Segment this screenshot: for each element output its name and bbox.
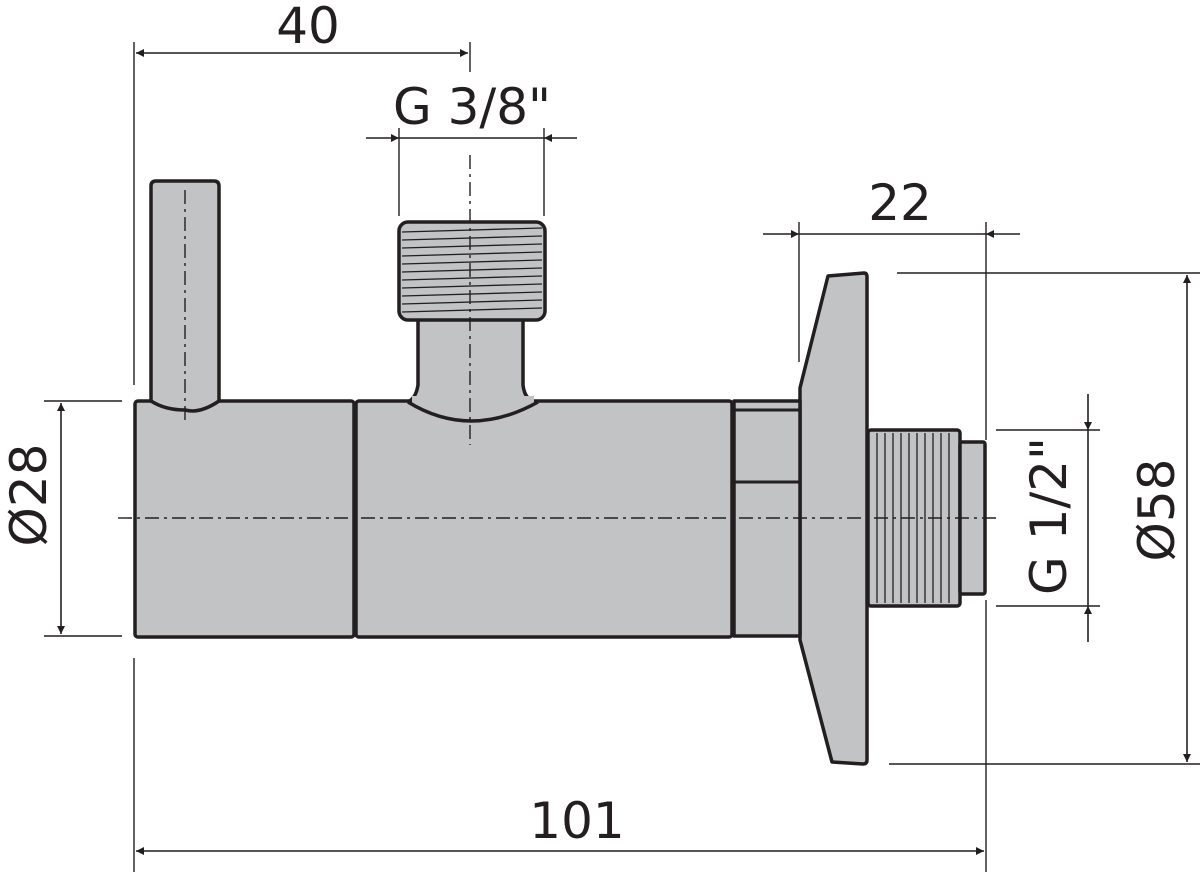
dim-flange-diameter-label: Ø58 bbox=[1128, 459, 1186, 562]
center-lines bbox=[118, 155, 998, 519]
valve-drawing bbox=[133, 179, 987, 766]
dim-handle-offset-label: 40 bbox=[276, 0, 340, 55]
dim-body-diameter-label: Ø28 bbox=[0, 444, 58, 547]
top-thread-lines bbox=[401, 227, 543, 313]
handle-body bbox=[133, 399, 356, 639]
top-outlet-neck bbox=[406, 316, 540, 404]
main-body bbox=[354, 399, 734, 639]
dim-total-length-label: 101 bbox=[529, 792, 624, 850]
dim-flange-depth-label: 22 bbox=[868, 174, 932, 232]
dim-outlet-thread-label: G 1/2" bbox=[1020, 437, 1078, 595]
dimension-lines bbox=[57, 49, 1191, 855]
dimension-labels: 40 G 3/8" 22 101 Ø28 G 1/2" Ø58 bbox=[0, 0, 1186, 850]
extension-lines bbox=[44, 42, 1200, 872]
dim-top-thread-label: G 3/8" bbox=[393, 78, 551, 136]
handle-lever bbox=[149, 179, 221, 413]
